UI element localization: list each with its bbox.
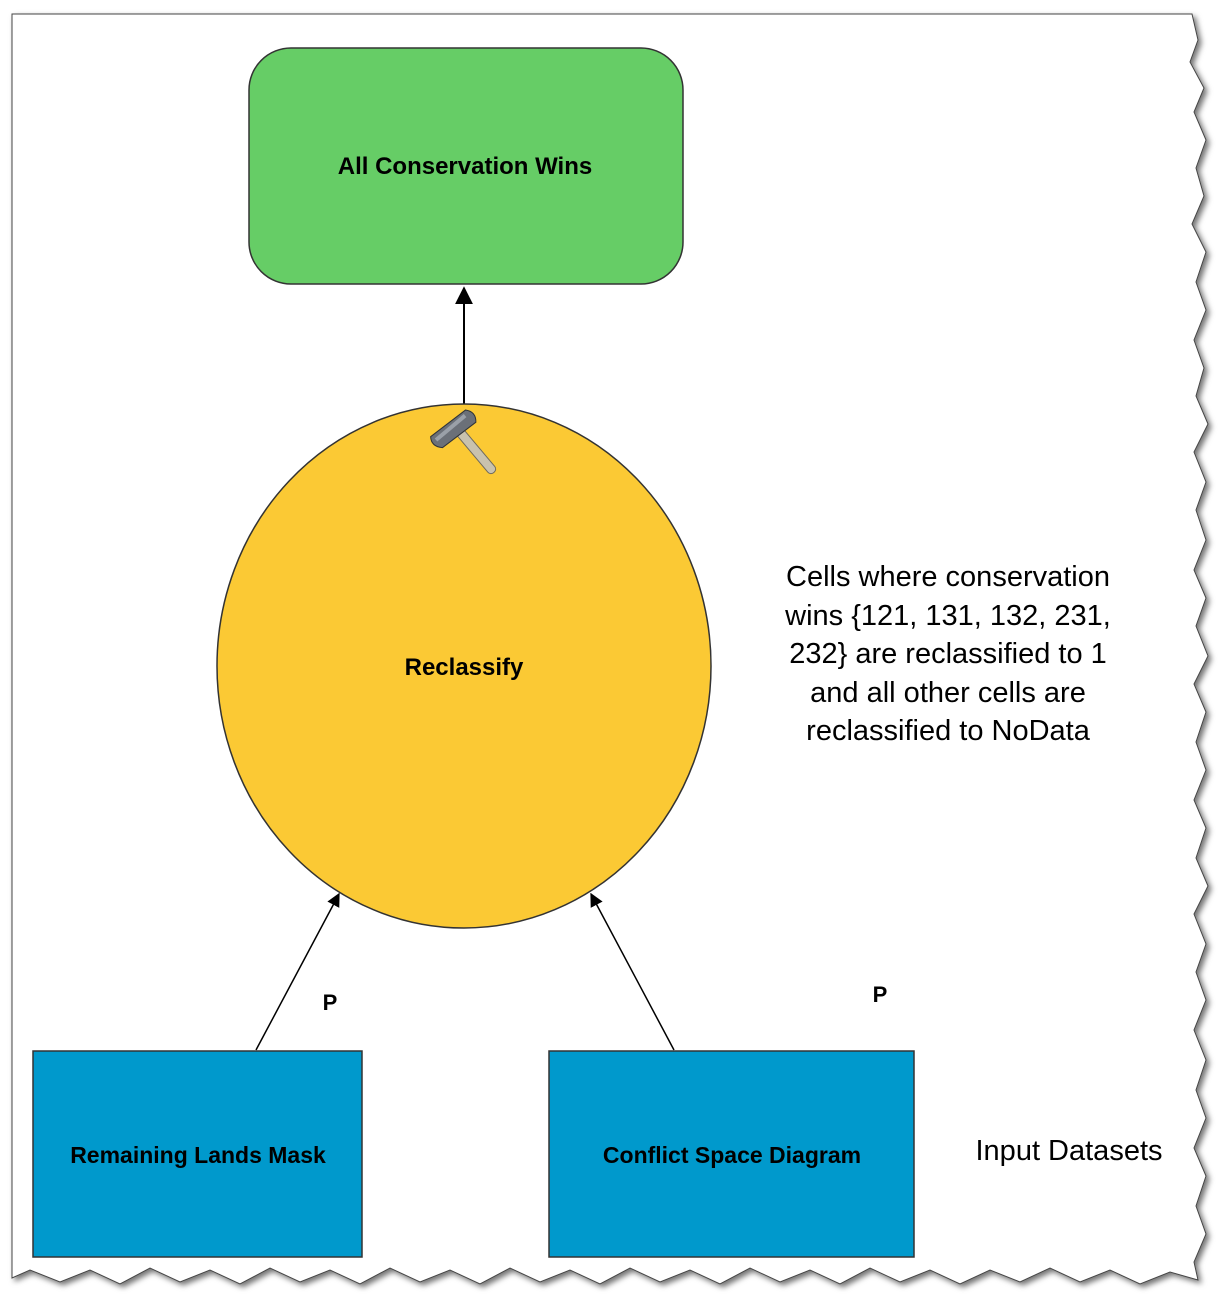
annotation-line: reclassified to NoData <box>806 715 1091 747</box>
annotation-line: and all other cells are <box>810 677 1086 709</box>
tool-node-label: Reclassify <box>405 654 524 681</box>
input-node-conflict-space-diagram[interactable] <box>548 1050 915 1258</box>
tool-node[interactable] <box>216 403 712 929</box>
parameter-marker: P <box>323 990 338 1015</box>
hammer-icon <box>430 409 497 475</box>
reclassify-annotation: Cells where conservation wins {121, 131,… <box>784 561 1111 747</box>
annotation-line: Cells where conservation <box>786 561 1110 593</box>
input-datasets-caption: Input Datasets <box>976 1135 1163 1167</box>
input-node-remaining-lands-mask[interactable] <box>32 1050 363 1258</box>
output-node[interactable] <box>248 47 684 285</box>
annotation-line: wins {121, 131, 132, 231, <box>784 600 1111 632</box>
arrow-input1-to-tool <box>255 892 340 1051</box>
input-node-label: Remaining Lands Mask <box>70 1142 326 1168</box>
input-node-label: Conflict Space Diagram <box>603 1142 861 1168</box>
annotation-line: 232} are reclassified to 1 <box>789 638 1107 670</box>
parameter-marker: P <box>873 982 888 1007</box>
output-node-label: All Conservation Wins <box>338 153 592 180</box>
arrow-input2-to-tool <box>590 892 675 1051</box>
